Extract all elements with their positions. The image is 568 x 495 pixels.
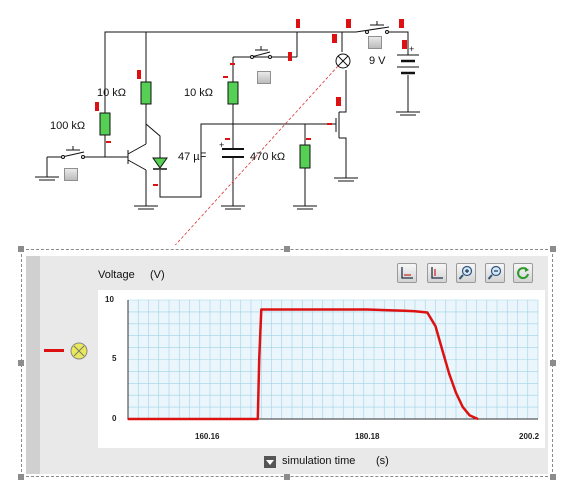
x-tick-label: 180.18 (355, 432, 380, 441)
cap-plus-sign: + (219, 140, 225, 150)
data-point (468, 414, 471, 417)
zoom-out-icon (487, 265, 502, 280)
battery-symbol (397, 54, 419, 75)
fit-x-icon (401, 267, 413, 279)
voltage-series-line (128, 308, 479, 421)
circuit-diagram (35, 19, 420, 245)
resize-handle-tr[interactable] (550, 246, 556, 252)
battery-switch-button[interactable] (368, 36, 382, 49)
y-tick-label: 0 (112, 414, 117, 423)
resize-handle-tl[interactable] (18, 246, 24, 252)
plot-panel-side-strip (26, 256, 40, 474)
lamp-icon (335, 53, 351, 69)
battery-plus-sign: + (409, 44, 415, 54)
data-point (366, 308, 368, 311)
data-point (258, 358, 260, 361)
voltage-probe-markers (95, 19, 407, 186)
resize-handle-tm[interactable] (284, 246, 290, 252)
circuit-wires (46, 31, 409, 206)
fit-x-button[interactable] (397, 263, 417, 283)
resize-handle-br[interactable] (550, 474, 556, 480)
data-point (448, 372, 450, 375)
y-tick-label: 5 (112, 354, 117, 363)
resize-handle-bm[interactable] (284, 474, 290, 480)
probe-lamp-icon (44, 342, 88, 360)
x-axis-title: simulation time (282, 455, 356, 467)
middle-switch-button[interactable] (257, 71, 271, 84)
zoom-in-button[interactable] (456, 263, 476, 283)
data-point (462, 406, 464, 408)
data-point (257, 418, 259, 420)
y-axis-title: Voltage (98, 269, 135, 281)
data-point (403, 309, 406, 312)
label-battery: 9 V (369, 55, 386, 67)
y-axis-unit: (V) (150, 269, 165, 281)
resize-handle-bl[interactable] (18, 474, 24, 480)
label-r-gate: 470 kΩ (250, 151, 286, 163)
switch-symbols (61, 21, 390, 159)
fit-y-icon (431, 267, 443, 279)
resize-handle-ml[interactable] (18, 360, 24, 366)
x-tick-label: 160.16 (195, 432, 220, 441)
label-cap: 47 µF (178, 151, 207, 163)
capacitor-symbol (222, 148, 244, 158)
data-point (426, 311, 429, 314)
fit-y-button[interactable] (427, 263, 447, 283)
data-point (260, 308, 263, 311)
data-point (127, 418, 129, 420)
resize-handle-mr[interactable] (550, 360, 556, 366)
y-tick-label: 10 (105, 295, 114, 304)
zoom-out-button[interactable] (485, 263, 505, 283)
ground-symbols (35, 111, 420, 210)
data-point (441, 349, 444, 351)
x-axis-unit: (s) (376, 455, 389, 467)
refresh-button[interactable] (513, 263, 533, 283)
diode-symbol (152, 157, 168, 170)
label-r-col: 10 kΩ (97, 87, 127, 99)
voltage-chart[interactable] (98, 290, 545, 448)
x-tick-label: 200.2 (519, 432, 540, 441)
label-r-mid: 10 kΩ (184, 87, 214, 99)
dropdown-arrow-icon (264, 456, 276, 468)
refresh-icon (517, 267, 529, 280)
data-point (477, 418, 479, 420)
probe-link-line (174, 65, 339, 245)
zoom-in-icon (458, 265, 473, 280)
input-switch-button[interactable] (64, 168, 78, 181)
data-point (434, 325, 437, 327)
data-point (455, 392, 457, 394)
resistors (99, 81, 311, 169)
data-point (414, 310, 416, 313)
data-point (332, 308, 334, 311)
label-r-base: 100 kΩ (50, 120, 86, 132)
